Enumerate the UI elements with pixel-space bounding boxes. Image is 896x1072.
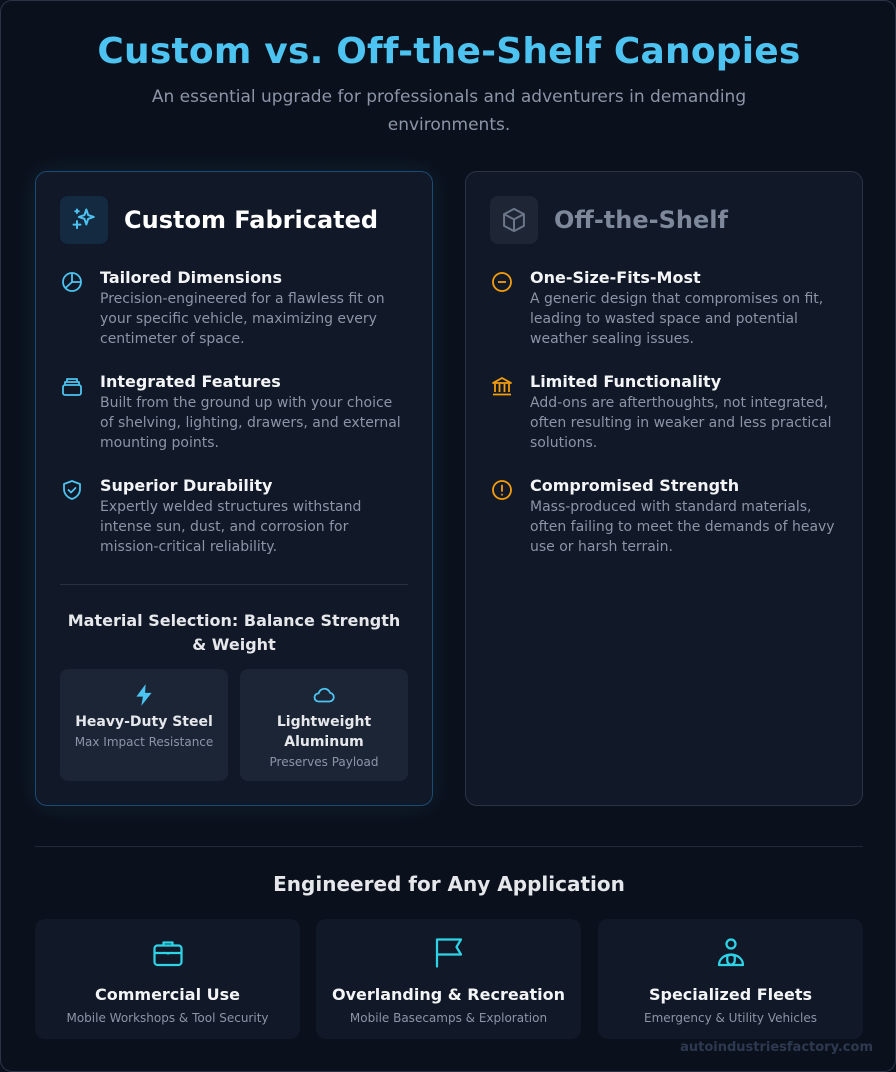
application-note: Mobile Basecamps & Exploration <box>349 1011 548 1025</box>
page-title: Custom vs. Off-the-Shelf Canopies <box>97 31 801 72</box>
feature-title: Integrated Features <box>100 372 281 391</box>
feature-title: Compromised Strength <box>530 476 740 495</box>
shelf-feature: Limited Functionality Add-ons are aftert… <box>490 372 840 453</box>
material-name: Heavy-Duty Steel <box>75 714 213 730</box>
applications-title: Engineered for Any Application <box>273 872 625 896</box>
custom-feature: Integrated Features Built from the groun… <box>60 372 410 453</box>
off-the-shelf-card: Off-the-Shelf One-Size-Fits-Most A gener… <box>465 171 863 806</box>
box-icon <box>490 196 538 244</box>
layers-icon <box>60 374 84 398</box>
custom-card-header: Custom Fabricated <box>60 196 378 244</box>
shield-check-icon <box>60 478 84 502</box>
feature-description: Mass-produced with standard materials, o… <box>530 499 835 555</box>
custom-feature: Superior Durability Expertly welded stru… <box>60 476 410 557</box>
sparkles-icon <box>60 196 108 244</box>
shelf-feature: One-Size-Fits-Most A generic design that… <box>490 268 840 349</box>
feature-title: One-Size-Fits-Most <box>530 268 701 287</box>
bank-icon <box>490 374 514 398</box>
alert-circle-icon <box>490 478 514 502</box>
application-fleets-card: Specialized Fleets Emergency & Utility V… <box>598 919 863 1039</box>
material-steel-card: Heavy-Duty Steel Max Impact Resistance <box>60 669 228 781</box>
lightning-icon <box>131 682 157 708</box>
page-subtitle: An essential upgrade for professionals a… <box>151 87 747 135</box>
feature-description: Expertly welded structures withstand int… <box>100 499 362 555</box>
material-note: Max Impact Resistance <box>74 735 214 749</box>
application-overlanding-card: Overlanding & Recreation Mobile Basecamp… <box>316 919 581 1039</box>
custom-card: Custom Fabricated Tailored Dimensions Pr… <box>35 171 433 806</box>
custom-feature: Tailored Dimensions Precision-engineered… <box>60 268 410 349</box>
feature-title: Superior Durability <box>100 476 273 495</box>
feature-title: Tailored Dimensions <box>100 268 282 287</box>
application-name: Overlanding & Recreation <box>331 985 566 1004</box>
briefcase-icon <box>150 935 186 971</box>
cloud-icon <box>311 682 337 708</box>
shelf-card-title: Off-the-Shelf <box>554 206 728 234</box>
feature-description: Precision-engineered for a flawless fit … <box>100 291 385 347</box>
watermark: autoindustriesfactory.com <box>680 1040 873 1055</box>
material-selection-title: Material Selection: Balance Strength & W… <box>67 611 401 654</box>
application-name: Specialized Fleets <box>648 985 813 1004</box>
material-name: Lightweight Aluminum <box>276 714 372 750</box>
feature-title: Limited Functionality <box>530 372 722 391</box>
minus-circle-icon <box>490 270 514 294</box>
application-name: Commercial Use <box>94 985 240 1004</box>
flag-icon <box>431 935 467 971</box>
user-shield-icon <box>713 935 749 971</box>
material-note: Preserves Payload <box>269 755 379 769</box>
pie-chart-icon <box>60 270 84 294</box>
feature-description: A generic design that compromises on fit… <box>530 291 824 347</box>
feature-description: Built from the ground up with your choic… <box>100 395 401 451</box>
feature-description: Add-ons are afterthoughts, not integrate… <box>530 395 832 451</box>
application-note: Mobile Workshops & Tool Security <box>66 1011 269 1025</box>
section-divider <box>35 846 863 847</box>
shelf-card-header: Off-the-Shelf <box>490 196 728 244</box>
material-aluminum-card: Lightweight Aluminum Preserves Payload <box>240 669 408 781</box>
application-commercial-card: Commercial Use Mobile Workshops & Tool S… <box>35 919 300 1039</box>
shelf-feature: Compromised Strength Mass-produced with … <box>490 476 840 557</box>
application-note: Emergency & Utility Vehicles <box>644 1011 817 1025</box>
divider <box>60 584 408 585</box>
custom-card-title: Custom Fabricated <box>124 206 379 234</box>
